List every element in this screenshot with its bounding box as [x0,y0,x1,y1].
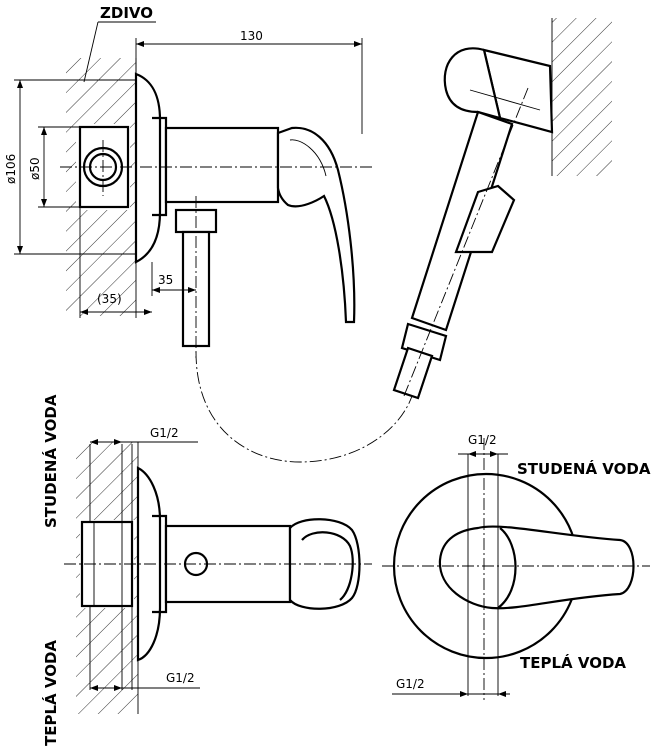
wall-hatching-right [552,18,612,176]
thread-top-right-label: G1/2 [468,433,497,447]
hand-shower-view [392,18,612,400]
thread-top-left-label: G1/2 [150,426,179,440]
dim-d50-label: ø50 [28,157,42,180]
cold-water-label-left: STUDENÁ VODA [41,394,60,528]
dim-130-label: 130 [240,29,263,43]
dim-d106-label: ø106 [4,154,18,184]
hot-water-label-left: TEPLÁ VODA [41,640,60,746]
top-view: G1/2 G1/2 STUDENÁ VODA TEPLÁ VODA [382,433,651,700]
dim-35-label: 35 [158,273,173,287]
wall-label: ZDIVO [100,4,153,22]
hose-connection-arc [195,351,413,463]
cold-water-label-right: STUDENÁ VODA [517,459,651,478]
thread-bottom-left-label: G1/2 [166,671,195,685]
thread-bottom-right-label: G1/2 [396,677,425,691]
dim-35-paren-label: (35) [97,292,122,306]
front-section-view: G1/2 G1/2 STUDENÁ VODA TEPLÁ VODA [41,394,372,746]
side-section-view: 130 ø106 ø50 35 (35) ZDIVO [4,4,372,358]
hot-water-label-right: TEPLÁ VODA [520,653,626,672]
